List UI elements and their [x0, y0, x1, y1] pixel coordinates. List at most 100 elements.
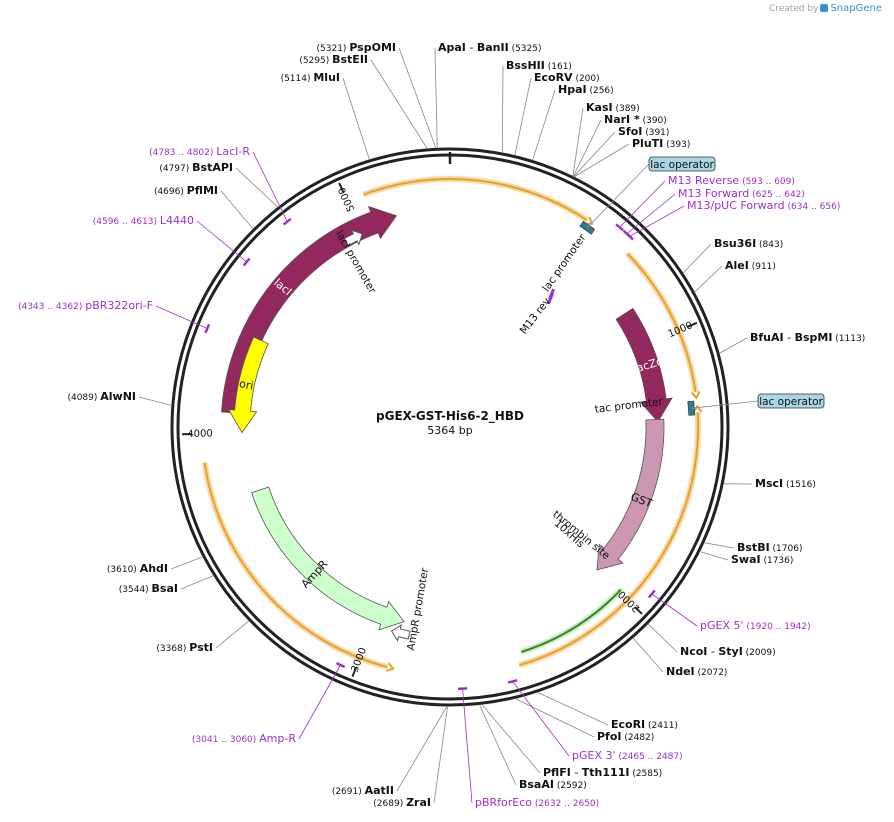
enzyme-leader-line	[647, 623, 678, 653]
enzyme-label: (3544) BsaI	[119, 582, 178, 595]
enzyme-name: BstAPI	[192, 161, 233, 174]
enzyme-pos: (256)	[587, 86, 614, 96]
primer-range: (1920 .. 1942)	[744, 622, 811, 632]
primer-label: M13 Reverse (593 .. 609)	[668, 174, 795, 187]
enzyme-pos: (5295)	[299, 56, 332, 66]
enzyme-leader-line	[180, 575, 214, 590]
primer-label: (4343 .. 4362) pBR322ori-F	[18, 299, 153, 312]
enzyme-label: BssHII (161)	[506, 59, 572, 72]
lac-operator-label: lac operator	[650, 159, 714, 171]
enzyme-leader-line	[342, 77, 370, 161]
enzyme-name2: StyI	[718, 645, 742, 658]
primer-leader-line	[252, 151, 288, 222]
enzyme-leader-line	[536, 691, 609, 726]
feature-label-ori: ori	[238, 377, 255, 393]
enzyme-label: KasI (389)	[586, 101, 640, 114]
enzyme-pos: (161)	[545, 62, 572, 72]
primer-name: M13 Forward	[678, 187, 749, 200]
feature-gst	[596, 418, 665, 571]
primer-label: M13/pUC Forward (634 .. 656)	[687, 199, 840, 212]
enzyme-pos: (3544)	[119, 585, 152, 595]
enzyme-name: AhdI	[140, 562, 168, 575]
enzyme-label: (3368) PstI	[156, 641, 213, 654]
enzyme-label: (4696) PflMI	[154, 184, 218, 197]
enzyme-leader-line	[532, 89, 556, 161]
enzyme-name: EcoRI	[611, 718, 645, 731]
enzyme-leader-line	[699, 551, 729, 561]
enzyme-name: PstI	[189, 641, 213, 654]
enzyme-label: MscI (1516)	[755, 477, 816, 490]
enzyme-pos: (1516)	[783, 480, 816, 490]
enzyme-leader-line	[718, 337, 748, 354]
primer-label: (4596 .. 4613) L4440	[93, 214, 194, 227]
enzyme-name: AleI	[725, 259, 749, 272]
enzyme-name: BssHII	[506, 59, 545, 72]
primer-site	[204, 323, 211, 334]
enzyme-pos: (391)	[642, 128, 669, 138]
enzyme-leader-line	[572, 107, 584, 177]
green-arc	[520, 588, 622, 653]
primer-range: (4783 .. 4802)	[149, 148, 216, 158]
enzyme-label: BfuAI - BspMI (1113)	[750, 331, 865, 344]
enzyme-leader-line	[703, 542, 735, 549]
lacI-promoter-arrow	[343, 229, 363, 247]
enzyme-pos: (2482)	[622, 733, 655, 743]
primer-range: (593 .. 609)	[739, 177, 795, 187]
lac-operator-leader	[691, 400, 759, 409]
enzyme-pos: (5114)	[281, 74, 314, 84]
enzyme-leader-line	[682, 243, 712, 274]
enzyme-label: (2689) ZraI	[373, 796, 431, 809]
enzyme-name: NdeI	[666, 665, 695, 678]
lac-operator-box	[757, 393, 825, 409]
enzyme-label: SwaI (1736)	[731, 553, 793, 566]
tick-label: 4000	[187, 428, 213, 440]
enzyme-pos: (393)	[663, 140, 690, 150]
enzyme-pos: (2691)	[332, 787, 365, 797]
enzyme-label: AleI (911)	[725, 259, 776, 272]
enzyme-leader-line	[573, 131, 616, 178]
primer-range: (4343 .. 4362)	[18, 302, 85, 312]
enzyme-pos: (389)	[613, 104, 640, 114]
enzyme-pos: (2585)	[629, 769, 662, 779]
primer-layer: (4783 .. 4802) LacI-R(4596 .. 4613) L444…	[18, 145, 840, 809]
enzyme-leader-line	[572, 119, 602, 177]
enzyme-leader-line	[215, 620, 250, 649]
enzyme-pos: (1113)	[832, 334, 865, 344]
primer-range: (4596 .. 4613)	[93, 217, 160, 227]
enzyme-label: (5114) MluI	[281, 71, 340, 84]
primer-name: L4440	[160, 214, 194, 227]
enzyme-name: EcoRV	[534, 71, 573, 84]
enzyme-pos: (2592)	[554, 781, 587, 791]
enzyme-layer: (5321) PspOMI(5295) BstEII(5114) MluIApa…	[67, 41, 865, 809]
tick-mark	[338, 182, 345, 193]
tick-label: 5000	[337, 185, 358, 213]
inner-label: lac promoter	[540, 231, 589, 294]
enzyme-pos: (1706)	[770, 544, 803, 554]
enzyme-name: PluTI	[632, 137, 663, 150]
enzyme-leader-line	[501, 65, 504, 153]
enzyme-leader-line	[398, 47, 437, 149]
enzyme-sep: -	[466, 41, 477, 54]
primer-site	[457, 687, 468, 691]
enzyme-label: EcoRV (200)	[534, 71, 600, 84]
tick-mark	[351, 666, 358, 677]
enzyme-name: PflFI	[543, 766, 571, 779]
enzyme-pos: (4797)	[159, 164, 192, 174]
primer-site	[335, 661, 346, 669]
enzyme-leader-line	[434, 47, 438, 149]
enzyme-leader-line	[138, 396, 172, 406]
enzyme-label: NarI * (390)	[604, 113, 667, 126]
primer-range: (2632 .. 2650)	[532, 799, 599, 809]
enzyme-name: SwaI	[731, 553, 761, 566]
primer-leader-line	[155, 305, 208, 329]
lac-operator-box	[648, 156, 716, 172]
enzyme-name: MluI	[313, 71, 340, 84]
enzyme-label: PflFI - Tth111I (2585)	[543, 766, 662, 779]
inner-label: AmpR promoter	[405, 566, 431, 651]
enzyme-leader-line	[479, 704, 517, 786]
primer-name: pGEX 5'	[700, 619, 744, 632]
enzyme-name: ApaI	[438, 41, 466, 54]
orange-arc-arrowhead	[385, 662, 395, 672]
